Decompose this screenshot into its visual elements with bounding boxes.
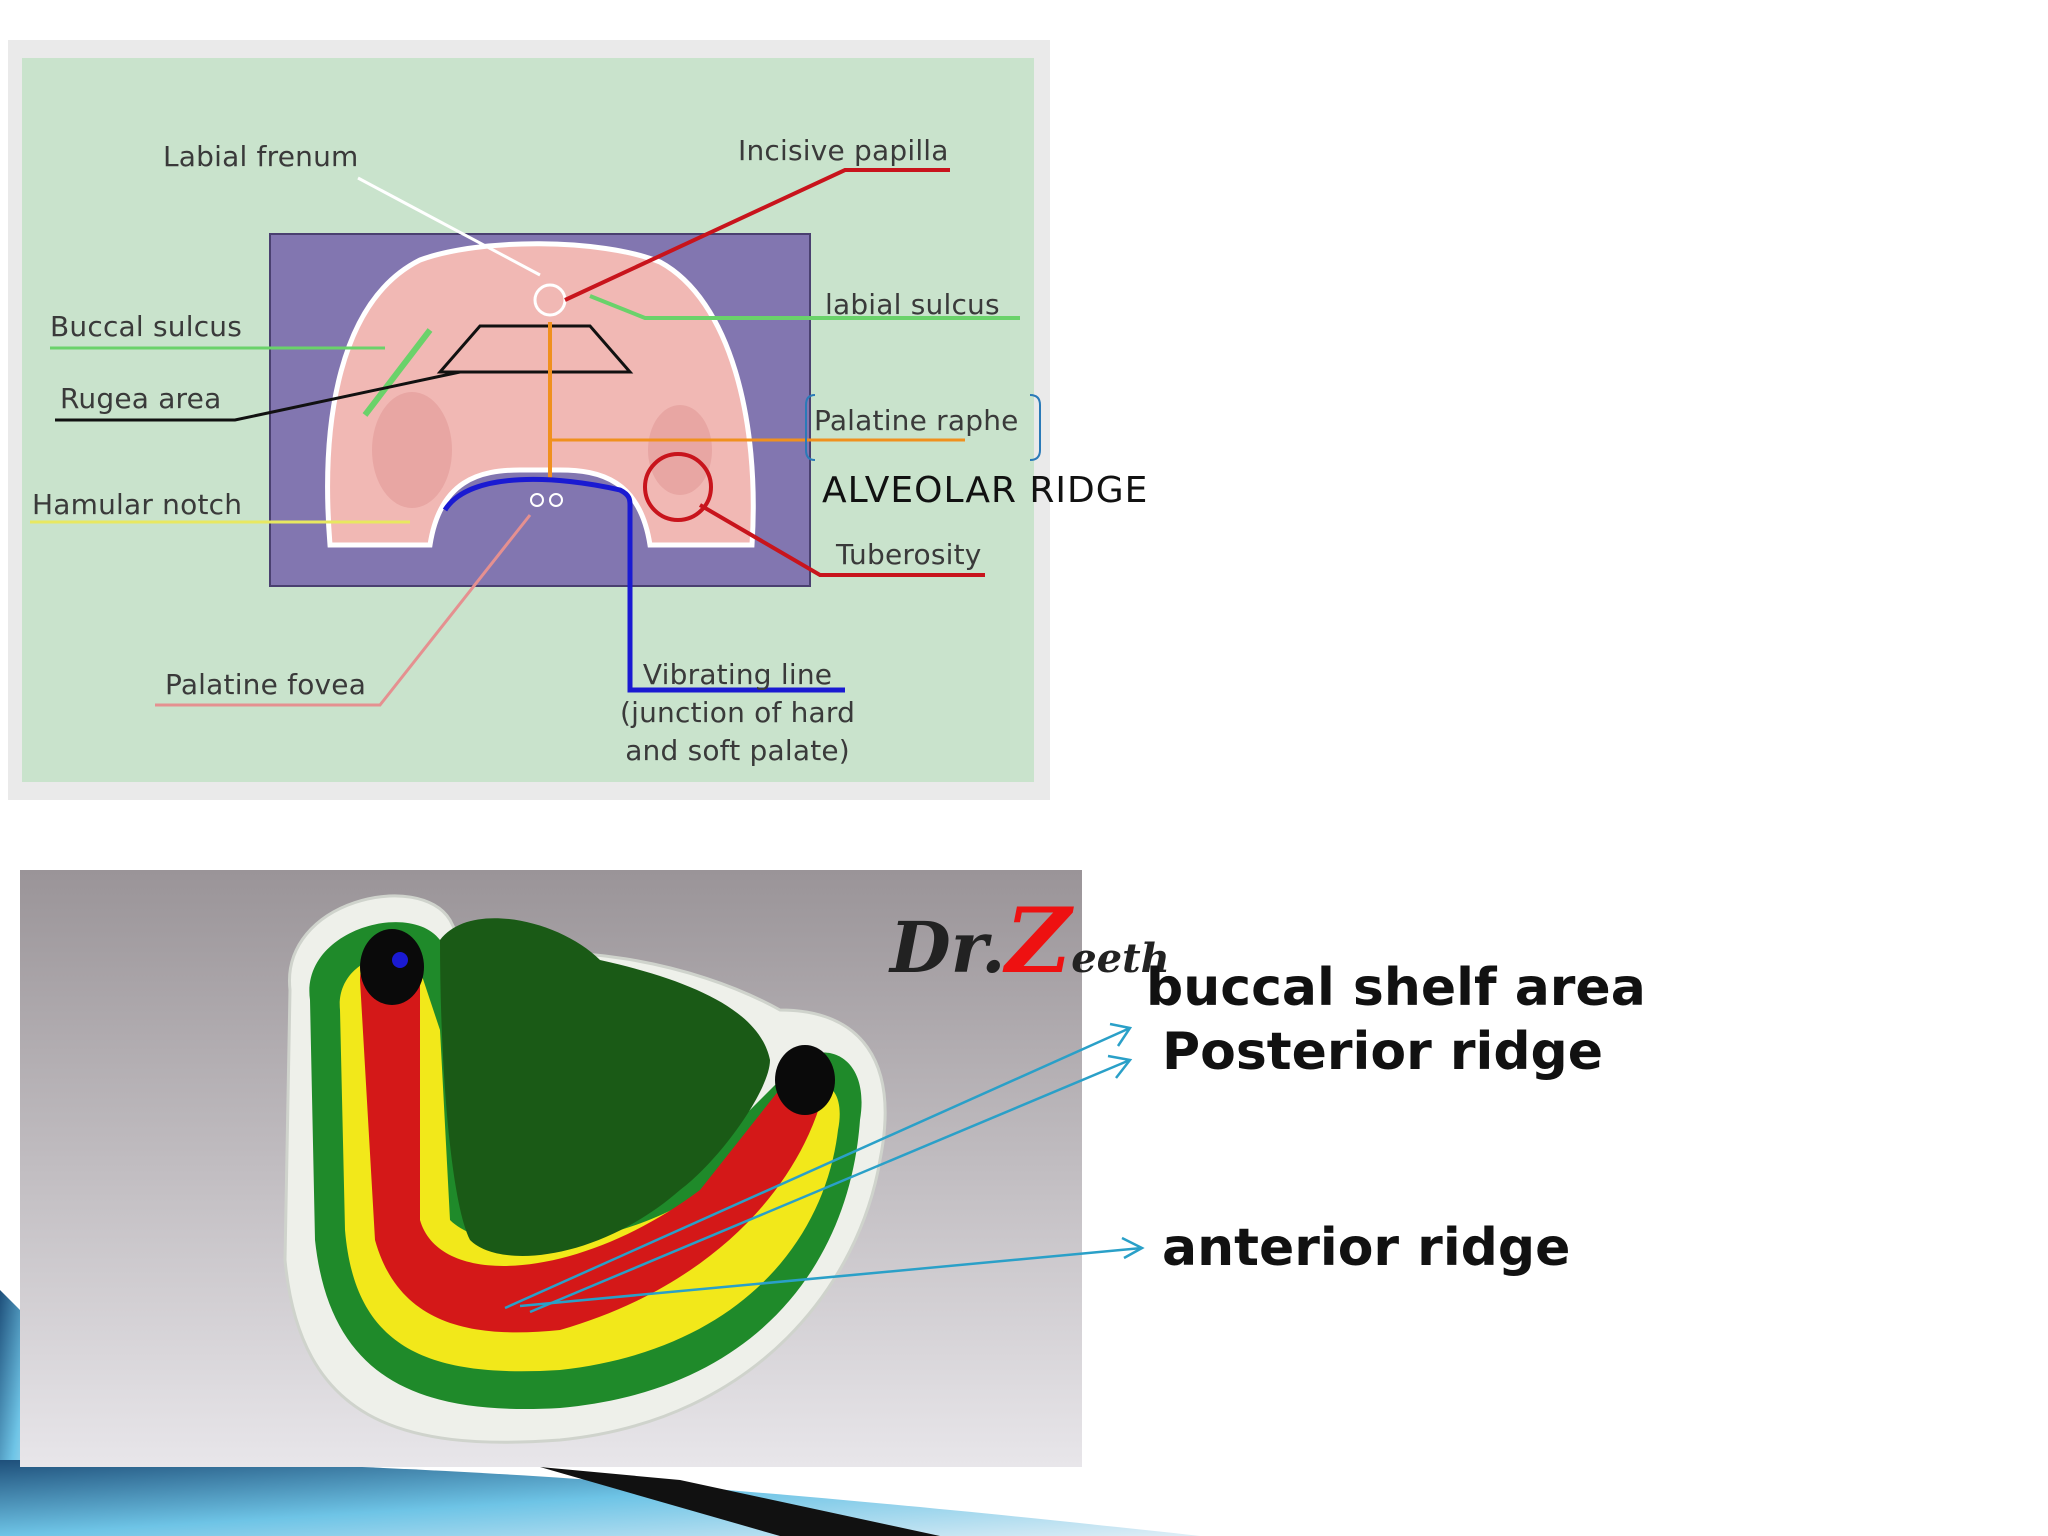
mandibular-model-photo bbox=[0, 870, 1200, 1536]
lingual-area bbox=[440, 918, 770, 1256]
rugae-trapezoid bbox=[436, 324, 634, 374]
label-palatine-raphe: Palatine raphe bbox=[814, 404, 1019, 437]
dr-zeeth-logo: Dr.Zeeth bbox=[890, 888, 1170, 994]
label-anterior-ridge: anterior ridge bbox=[1162, 1218, 1571, 1278]
slide-wave-dark bbox=[540, 1467, 940, 1536]
labial-sulcus-leader bbox=[589, 294, 1020, 320]
slide-wave-bottom bbox=[0, 1460, 1200, 1536]
arrowhead-buccal-shelf bbox=[1109, 1022, 1133, 1047]
label-buccal-sulcus: Buccal sulcus bbox=[50, 310, 243, 343]
label-rugea-area: Rugea area bbox=[60, 382, 222, 415]
right-tuberosity-shape bbox=[648, 405, 712, 495]
incisive-papilla-leader bbox=[564, 168, 950, 302]
retromolar-pad-right bbox=[775, 1045, 835, 1115]
arrowhead-anterior-ridge bbox=[1121, 1236, 1145, 1260]
fovea-circle-right bbox=[549, 493, 563, 507]
rugea-area-leader bbox=[55, 370, 461, 422]
label-vibrating-line: Vibrating line (junction of hard and sof… bbox=[620, 658, 856, 767]
label-tuberosity: Tuberosity bbox=[836, 538, 982, 571]
label-palatine-fovea: Palatine fovea bbox=[165, 668, 367, 701]
retromolar-pad-left bbox=[360, 929, 424, 1005]
buccal-sulcus-mark bbox=[362, 328, 433, 417]
label-labial-sulcus: labial sulcus bbox=[825, 288, 1000, 321]
alveolar-ridge-note: ALVEOLAR RIDGE bbox=[822, 470, 1149, 511]
arrow-posterior-ridge bbox=[529, 1058, 1131, 1314]
label-buccal-shelf-area: buccal shelf area bbox=[1146, 958, 1646, 1018]
arrowhead-posterior-ridge bbox=[1107, 1054, 1133, 1079]
palatine-fovea-leader bbox=[155, 514, 532, 707]
bracket-right bbox=[1029, 394, 1041, 461]
bracket-left bbox=[805, 394, 816, 461]
fovea-circle-left bbox=[530, 493, 544, 507]
arrow-buccal-shelf bbox=[504, 1026, 1131, 1310]
label-posterior-ridge: Posterior ridge bbox=[1162, 1022, 1604, 1082]
label-labial-frenum: Labial frenum bbox=[163, 140, 359, 173]
vibrating-line bbox=[442, 476, 845, 693]
left-tuberosity-shape bbox=[372, 392, 452, 508]
tuberosity-leader bbox=[698, 503, 985, 577]
tuberosity-circle bbox=[643, 452, 713, 522]
label-incisive-papilla: Incisive papilla bbox=[738, 134, 949, 167]
label-hamular-notch: Hamular notch bbox=[32, 488, 243, 521]
labial-frenum-leader bbox=[357, 176, 541, 277]
arrow-anterior-ridge bbox=[519, 1246, 1143, 1308]
blue-dot bbox=[392, 952, 408, 968]
palate-diagram bbox=[8, 40, 1050, 800]
